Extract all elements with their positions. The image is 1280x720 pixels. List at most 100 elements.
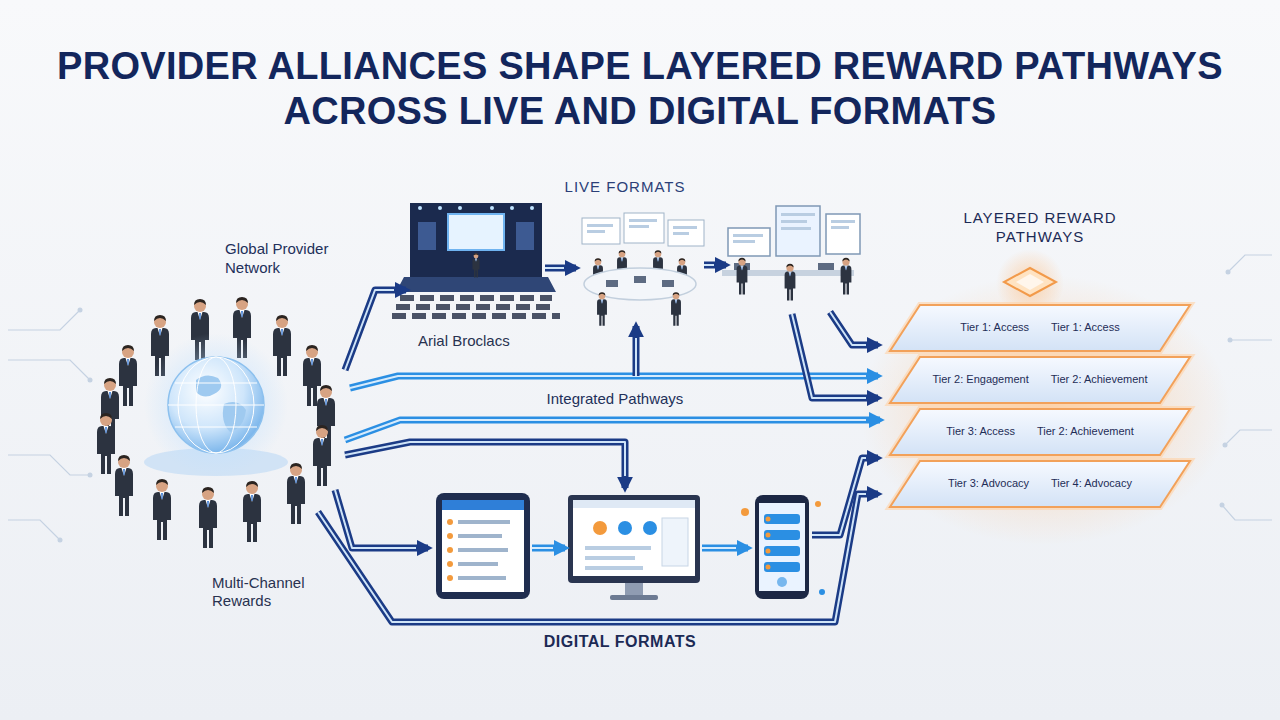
tablet-icon bbox=[458, 548, 508, 552]
layer-shape bbox=[890, 461, 1190, 507]
globe-icon bbox=[175, 383, 257, 384]
tier-text: Tier 1: Access bbox=[960, 321, 1029, 334]
circuit-lines bbox=[8, 360, 90, 380]
phone-icon bbox=[764, 530, 800, 540]
meeting-illustration bbox=[587, 230, 605, 233]
meeting-illustration bbox=[673, 226, 697, 229]
tier-text: Tier 3: Access bbox=[946, 425, 1015, 438]
tier-layer: Tier 3: AdvocacyTier 4: Advocacy bbox=[890, 461, 1190, 507]
tier-text: Tier 3: Advocacy bbox=[948, 477, 1029, 490]
people-back bbox=[119, 345, 137, 406]
connector bbox=[345, 420, 880, 440]
phone-icon bbox=[741, 495, 825, 599]
phone-icon bbox=[759, 503, 805, 591]
monitor-icon bbox=[573, 500, 695, 576]
stage-illustration bbox=[472, 253, 479, 277]
tablet-icon bbox=[447, 519, 453, 525]
label-holder: Multi-Channel Rewards bbox=[212, 574, 322, 610]
layer-row: Tier 1: AccessTier 1: Access bbox=[960, 321, 1119, 334]
flow-arrows bbox=[792, 314, 878, 398]
layer-plate bbox=[890, 461, 1190, 507]
workstation-illustration bbox=[781, 220, 807, 223]
globe-icon bbox=[168, 357, 264, 453]
flow-arrows bbox=[830, 312, 878, 345]
heading-holder: Global Provider Network bbox=[225, 240, 350, 278]
meeting-illustration bbox=[606, 276, 674, 287]
node-heading: Global Provider Network bbox=[225, 240, 350, 278]
connector-label: Integrated Pathways bbox=[547, 390, 684, 408]
tablet-icon bbox=[458, 576, 506, 580]
monitor-icon bbox=[662, 518, 688, 566]
tier-layer: Tier 2: EngagementTier 2: Achievement bbox=[890, 357, 1190, 403]
layer-glow bbox=[890, 461, 1190, 507]
globe-icon bbox=[196, 375, 221, 396]
circuit-lines bbox=[1230, 339, 1272, 340]
monitor-icon bbox=[610, 595, 658, 600]
tier-text: Tier 2: Engagement bbox=[932, 373, 1028, 386]
stage-illustration bbox=[516, 222, 534, 250]
circuit-dots bbox=[1228, 338, 1233, 343]
node-group: Global Provider Network bbox=[95, 240, 345, 510]
people-front bbox=[313, 425, 331, 486]
tablet-icon bbox=[447, 533, 453, 539]
meeting-illustration bbox=[673, 232, 689, 235]
tablet-icon bbox=[447, 561, 453, 567]
workstation-illustration bbox=[785, 264, 796, 301]
meeting-illustration bbox=[587, 224, 613, 227]
meeting-illustration bbox=[582, 218, 620, 244]
phone-icon bbox=[755, 495, 809, 599]
people-front bbox=[243, 481, 261, 542]
meeting-illustration bbox=[629, 225, 649, 228]
node-heading: LAYERED REWARD PATHWAYS bbox=[940, 209, 1140, 247]
workstation-illustration bbox=[818, 263, 834, 270]
phone-icon bbox=[764, 562, 800, 572]
stage-illustration bbox=[400, 295, 552, 301]
flow-arrows bbox=[704, 262, 726, 269]
flow-arrows bbox=[702, 547, 736, 549]
stage-illustration bbox=[438, 206, 442, 210]
tablet-icon bbox=[458, 534, 502, 538]
flow-arrows bbox=[830, 312, 866, 345]
phone-icon bbox=[766, 565, 771, 570]
people-front bbox=[287, 463, 305, 524]
stage-illustration bbox=[418, 206, 422, 210]
circuit-dots bbox=[1220, 503, 1225, 508]
monitor-icon bbox=[643, 521, 657, 535]
workstation-illustration bbox=[841, 258, 852, 295]
section-label: LIVE FORMATS bbox=[540, 178, 710, 196]
diagram-title: PROVIDER ALLIANCES SHAPE LAYERED REWARD … bbox=[40, 44, 1240, 134]
workstation-illustration bbox=[831, 220, 855, 223]
monitor-icon bbox=[593, 521, 607, 535]
stage-illustration bbox=[418, 206, 534, 210]
workstation-illustration bbox=[781, 227, 811, 230]
stage-illustration bbox=[396, 277, 556, 292]
circuit-lines bbox=[8, 455, 90, 475]
layer-glow bbox=[890, 409, 1190, 455]
layer-row: Tier 3: AdvocacyTier 4: Advocacy bbox=[948, 477, 1132, 490]
meeting-illustration bbox=[582, 213, 704, 326]
people-front bbox=[153, 479, 171, 540]
people-front bbox=[97, 385, 335, 548]
label-holder: DIGITAL FORMATS bbox=[510, 632, 730, 651]
stage-illustration bbox=[392, 203, 560, 316]
flow-arrows bbox=[345, 290, 406, 370]
tablet-icon bbox=[442, 500, 524, 510]
heading-holder: LAYERED REWARD PATHWAYS bbox=[940, 209, 1140, 247]
flow-arrows bbox=[704, 264, 714, 266]
flow-arrows bbox=[545, 265, 576, 272]
flow-arrows bbox=[702, 545, 748, 552]
title-holder: PROVIDER ALLIANCES SHAPE LAYERED REWARD … bbox=[40, 44, 1240, 134]
meeting-illustration bbox=[624, 213, 664, 243]
node-group: LAYERED REWARD PATHWAYSTier 1: AccessTie… bbox=[880, 205, 1200, 520]
section-label: DIGITAL FORMATS bbox=[510, 632, 730, 651]
phone-icon bbox=[766, 533, 771, 538]
circuit-dots bbox=[1226, 270, 1231, 275]
tablet-icon bbox=[447, 575, 453, 581]
workstation-illustration bbox=[722, 206, 860, 300]
circuit-dots bbox=[88, 473, 93, 478]
meeting-illustration bbox=[587, 219, 697, 235]
meeting-illustration bbox=[597, 292, 607, 326]
workstation-illustration bbox=[733, 213, 855, 243]
layer-plate bbox=[890, 305, 1190, 351]
